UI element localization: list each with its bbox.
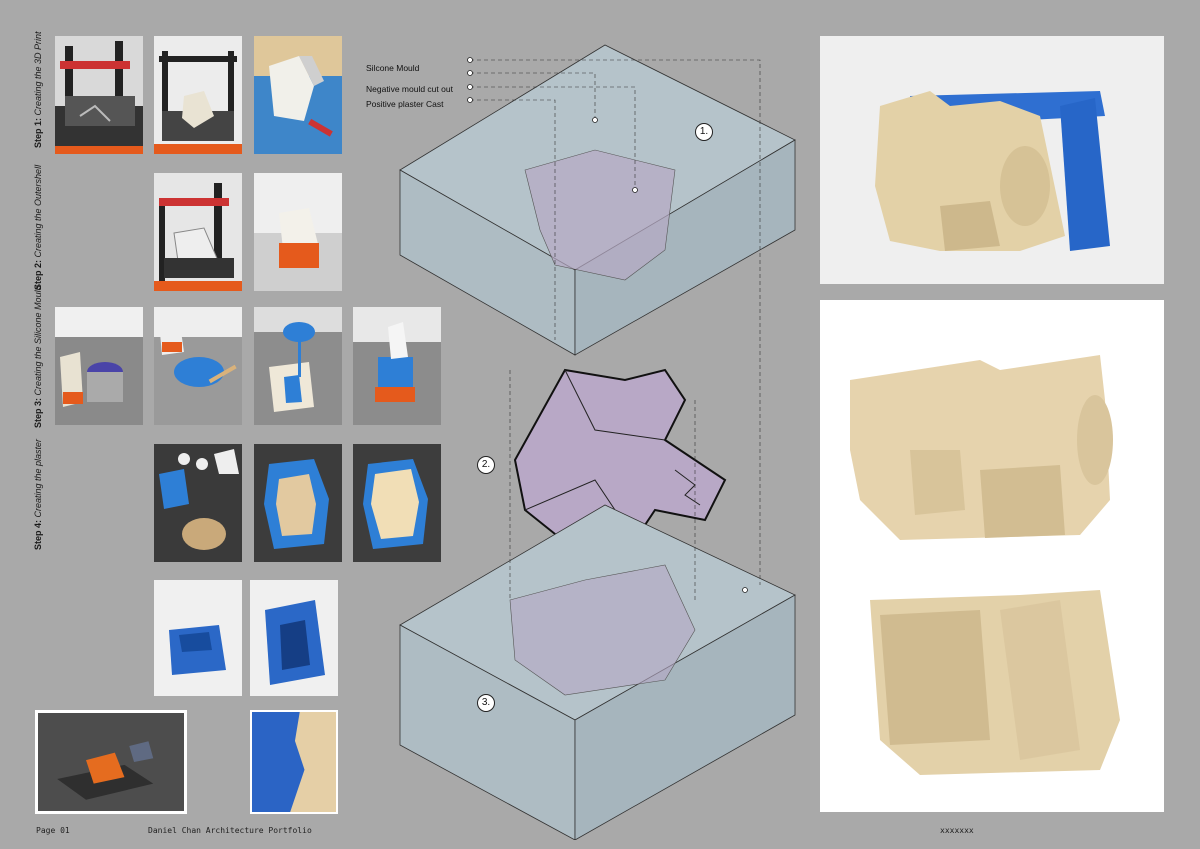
photo-silicone-mould-inside xyxy=(250,580,338,696)
exploded-mould-diagram xyxy=(399,44,796,840)
step-3-label: Step 3: Creating the Silicone Mould xyxy=(33,285,43,428)
photo-3d-model-software xyxy=(35,710,187,814)
portfolio-title: Daniel Chan Architecture Portfolio xyxy=(148,826,312,835)
step-2-label: Step 2: Creating the Outershell xyxy=(33,164,43,290)
silicone-mould-bottom-box xyxy=(399,504,796,840)
silicone-mould-top-box xyxy=(399,44,796,356)
photo-outershell-print xyxy=(154,173,242,291)
footer-code: xxxxxxx xyxy=(940,826,974,835)
photo-plaster-pouring xyxy=(254,444,342,562)
photo-outershell-complete xyxy=(254,173,342,291)
legend-negative-mould: Negative mould cut out xyxy=(366,84,453,94)
photo-3d-print-complete xyxy=(154,36,242,154)
step-1-label: Step 1: Creating the 3D Print xyxy=(33,31,43,148)
photo-silicone-mould-open xyxy=(154,580,242,696)
page-number: Page 01 xyxy=(36,826,70,835)
photo-silicone-weighing xyxy=(55,307,143,425)
photo-mould-plaster-closeup xyxy=(250,710,338,814)
step-4-label: Step 4: Creating the plaster xyxy=(33,438,43,550)
diagram-number-3: 3. xyxy=(477,694,495,712)
guide-lines xyxy=(470,59,761,600)
guide-dots xyxy=(467,57,748,593)
legend-silicone-mould: Silcone Mould xyxy=(366,63,420,73)
diagram-number-1: 1. xyxy=(695,123,713,141)
photo-silicone-pouring xyxy=(254,307,342,425)
photo-print-sanding xyxy=(254,36,342,154)
diagram-number-2: 2. xyxy=(477,456,495,474)
photo-final-casts xyxy=(820,300,1164,812)
photo-3d-printer-bed xyxy=(55,36,143,154)
legend-positive-cast: Positive plaster Cast xyxy=(366,99,444,109)
photo-silicone-mixing xyxy=(154,307,242,425)
photo-plaster-mixing xyxy=(154,444,242,562)
photo-silicone-setting xyxy=(353,307,441,425)
photo-plaster-set xyxy=(353,444,441,562)
photo-cast-with-mould xyxy=(820,36,1164,284)
